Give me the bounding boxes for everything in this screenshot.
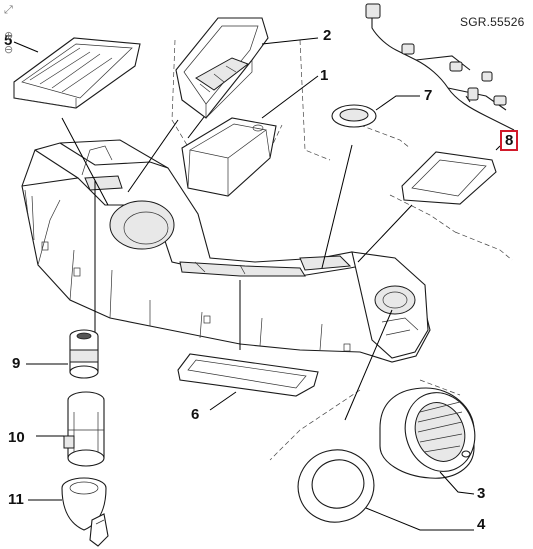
part-6-strip xyxy=(177,353,319,411)
part-7-cap xyxy=(331,95,420,128)
expand-icon[interactable]: ⤢ xyxy=(4,3,13,16)
part-label-10: 10 xyxy=(8,429,25,446)
part-label-5: 5 xyxy=(4,32,13,49)
part-9-socket xyxy=(26,329,99,379)
part-label-6: 6 xyxy=(191,406,200,423)
leader-lines xyxy=(61,95,413,421)
part-label-8: 8 xyxy=(500,130,519,151)
center-console xyxy=(21,139,431,363)
part-3-vent xyxy=(379,387,476,495)
zoom-out-icon[interactable]: ⊖ xyxy=(4,43,14,56)
part-label-7: 7 xyxy=(424,87,433,104)
part-2-storage-box xyxy=(175,17,319,119)
zoom-in-icon[interactable]: ⊕ xyxy=(4,29,14,42)
part-10-sleeve xyxy=(36,391,105,467)
reference-code: SGR.55526 xyxy=(460,15,525,29)
part-4-ring xyxy=(297,449,474,531)
part-label-9: 9 xyxy=(12,355,21,372)
wiring-harness xyxy=(365,3,515,131)
part-1-tray xyxy=(181,75,319,197)
part-label-1: 1 xyxy=(320,67,329,84)
part-label-4: 4 xyxy=(477,516,486,533)
part-label-2: 2 xyxy=(323,27,332,44)
part-label-3: 3 xyxy=(477,485,486,502)
part-5-mat xyxy=(13,37,141,109)
part-11-element xyxy=(28,477,109,547)
part-label-11: 11 xyxy=(8,491,24,508)
reference-lines xyxy=(171,39,513,461)
part-8-mat xyxy=(401,145,501,205)
